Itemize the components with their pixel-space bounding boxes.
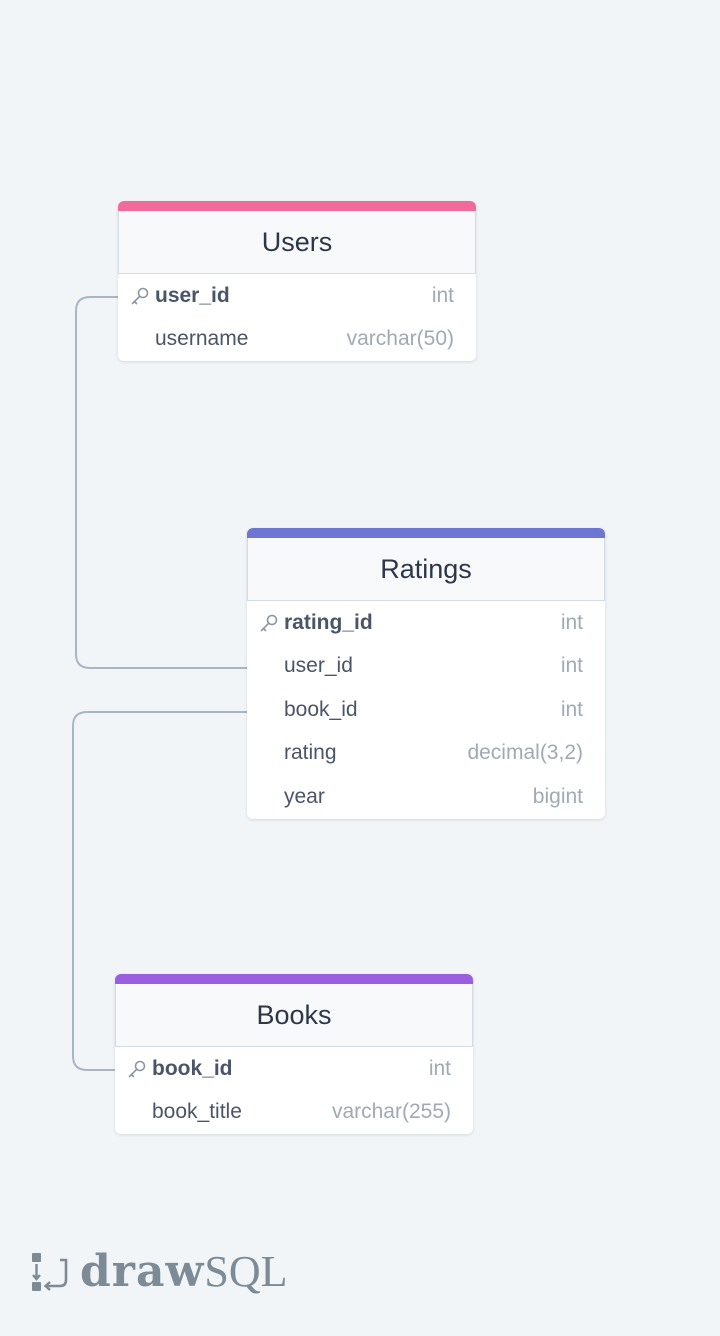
books-row-book-id[interactable]: book_id int [115, 1047, 473, 1091]
books-ratings-relation-line [72, 711, 247, 1071]
books-table-title: Books [256, 999, 332, 1030]
column-type: varchar(50) [346, 327, 454, 351]
ratings-table-header[interactable]: Ratings [247, 538, 605, 601]
ratings-row-rating[interactable]: rating decimal(3,2) [247, 732, 605, 776]
users-ratings-relation-line [75, 296, 247, 669]
column-type: int [560, 610, 583, 634]
column-type: int [428, 1056, 451, 1080]
logo-text-draw: draw [80, 1246, 205, 1297]
books-table-accent [115, 974, 473, 984]
column-name: rating_id [284, 610, 373, 634]
users-table-header[interactable]: Users [118, 211, 476, 274]
books-row-book-title[interactable]: book_title varchar(255) [115, 1091, 473, 1135]
column-type: int [431, 283, 454, 307]
drawsql-logo-wordmark: drawSQL [80, 1250, 287, 1294]
ratings-row-year[interactable]: year bigint [247, 775, 605, 819]
column-type: int [560, 654, 583, 678]
column-name: year [284, 784, 325, 808]
column-name: user_id [155, 283, 230, 307]
primary-key-icon [260, 614, 278, 632]
logo-text-sql: SQL [204, 1247, 288, 1296]
column-name: book_id [152, 1056, 233, 1080]
primary-key-icon [131, 287, 149, 305]
column-name: book_id [284, 697, 358, 721]
ratings-row-rating-id[interactable]: rating_id int [247, 601, 605, 645]
drawsql-logo-icon [32, 1253, 68, 1291]
ratings-row-book-id[interactable]: book_id int [247, 688, 605, 732]
users-row-username[interactable]: username varchar(50) [118, 318, 476, 362]
ratings-row-user-id[interactable]: user_id int [247, 645, 605, 689]
users-table[interactable]: Users user_id int username varchar(50) [118, 201, 476, 361]
column-type: bigint [532, 784, 583, 808]
column-type: varchar(255) [331, 1100, 451, 1124]
users-table-title: Users [261, 226, 333, 257]
ratings-table-accent [247, 528, 605, 538]
column-name: book_title [152, 1100, 242, 1124]
column-name: rating [284, 741, 337, 765]
column-type: decimal(3,2) [467, 741, 583, 765]
primary-key-icon [128, 1060, 146, 1078]
ratings-table[interactable]: Ratings rating_id int user_id int book_i… [247, 528, 605, 819]
books-table[interactable]: Books book_id int book_title varchar(255… [115, 974, 473, 1134]
ratings-table-title: Ratings [380, 553, 472, 584]
drawsql-logo[interactable]: drawSQL [30, 1250, 287, 1294]
books-table-header[interactable]: Books [115, 984, 473, 1047]
column-name: username [155, 327, 249, 351]
column-type: int [560, 697, 583, 721]
users-table-accent [118, 201, 476, 211]
column-name: user_id [284, 654, 353, 678]
users-row-user-id[interactable]: user_id int [118, 274, 476, 318]
